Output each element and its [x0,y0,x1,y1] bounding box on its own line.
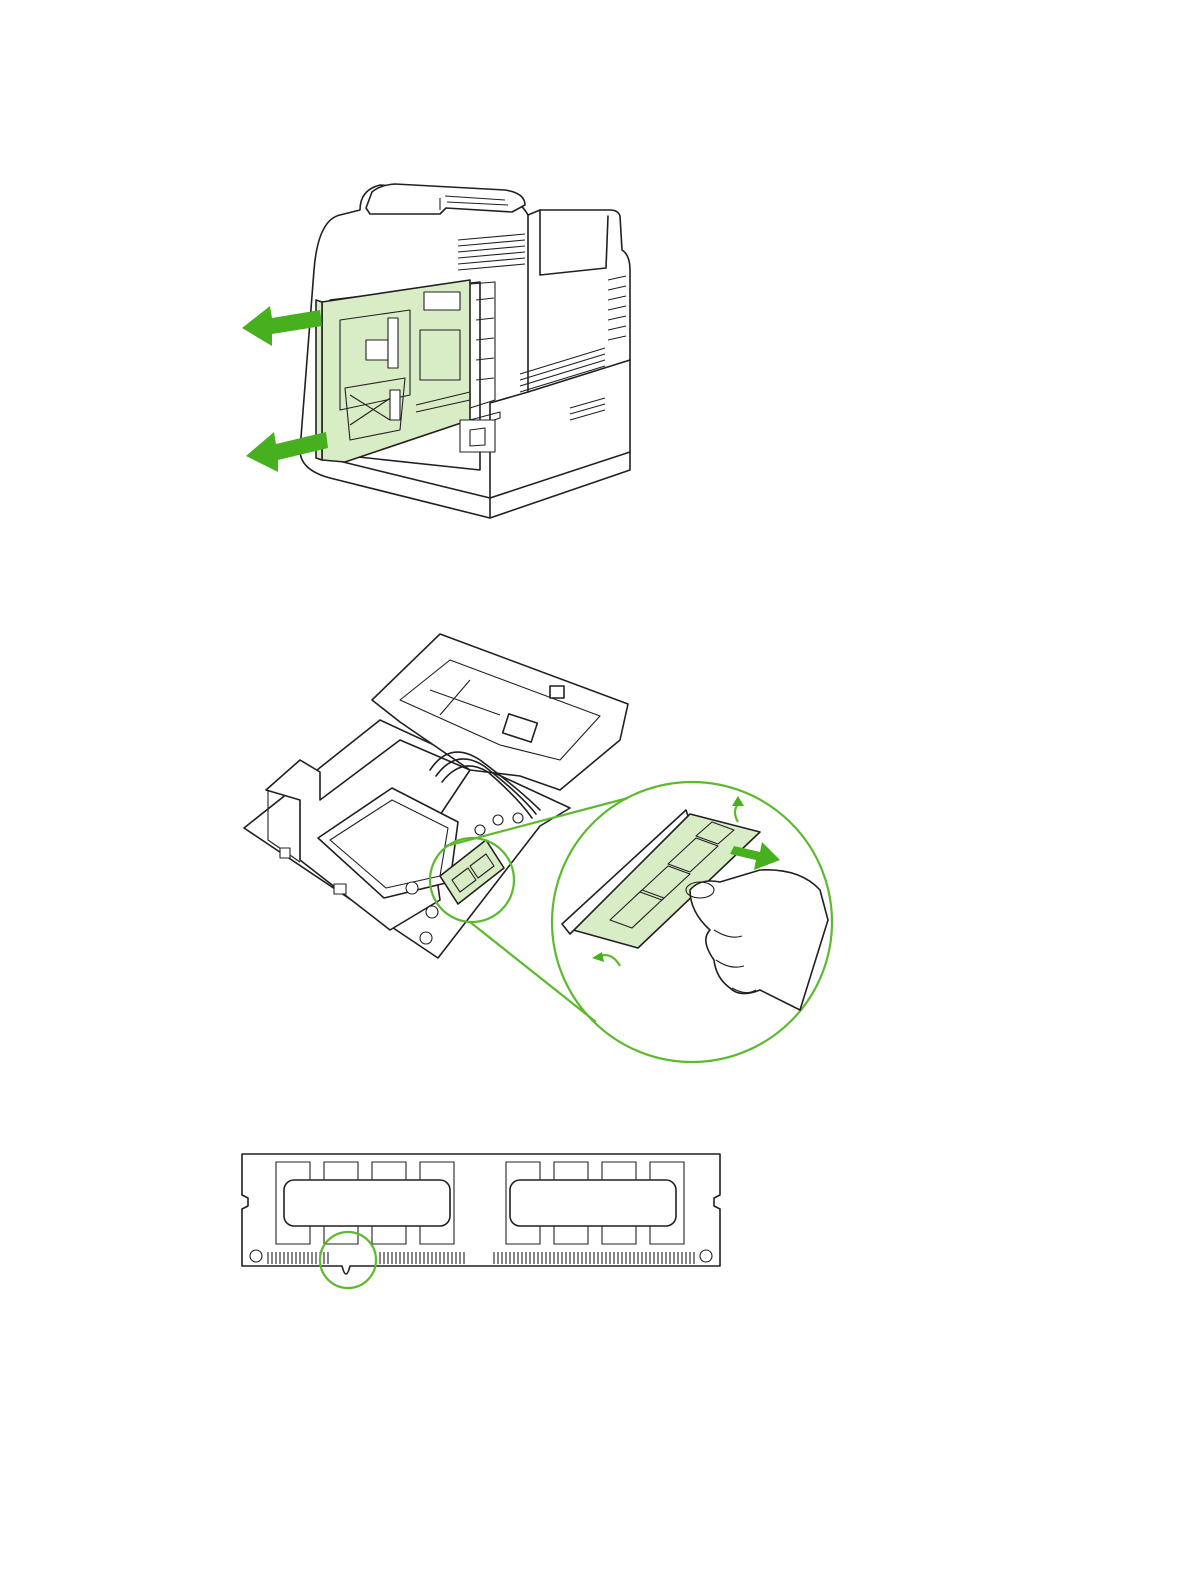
dimm-label-left [284,1180,450,1226]
dimm-label-right [510,1180,676,1226]
dimm-module-illustration [0,1140,1190,1310]
hand [690,870,828,1010]
control-panel [366,184,525,214]
printer-formatter-illustration [0,0,1190,560]
formatter-board-illustration [0,620,1190,1080]
latch-release-arrow-top-icon [735,804,738,822]
